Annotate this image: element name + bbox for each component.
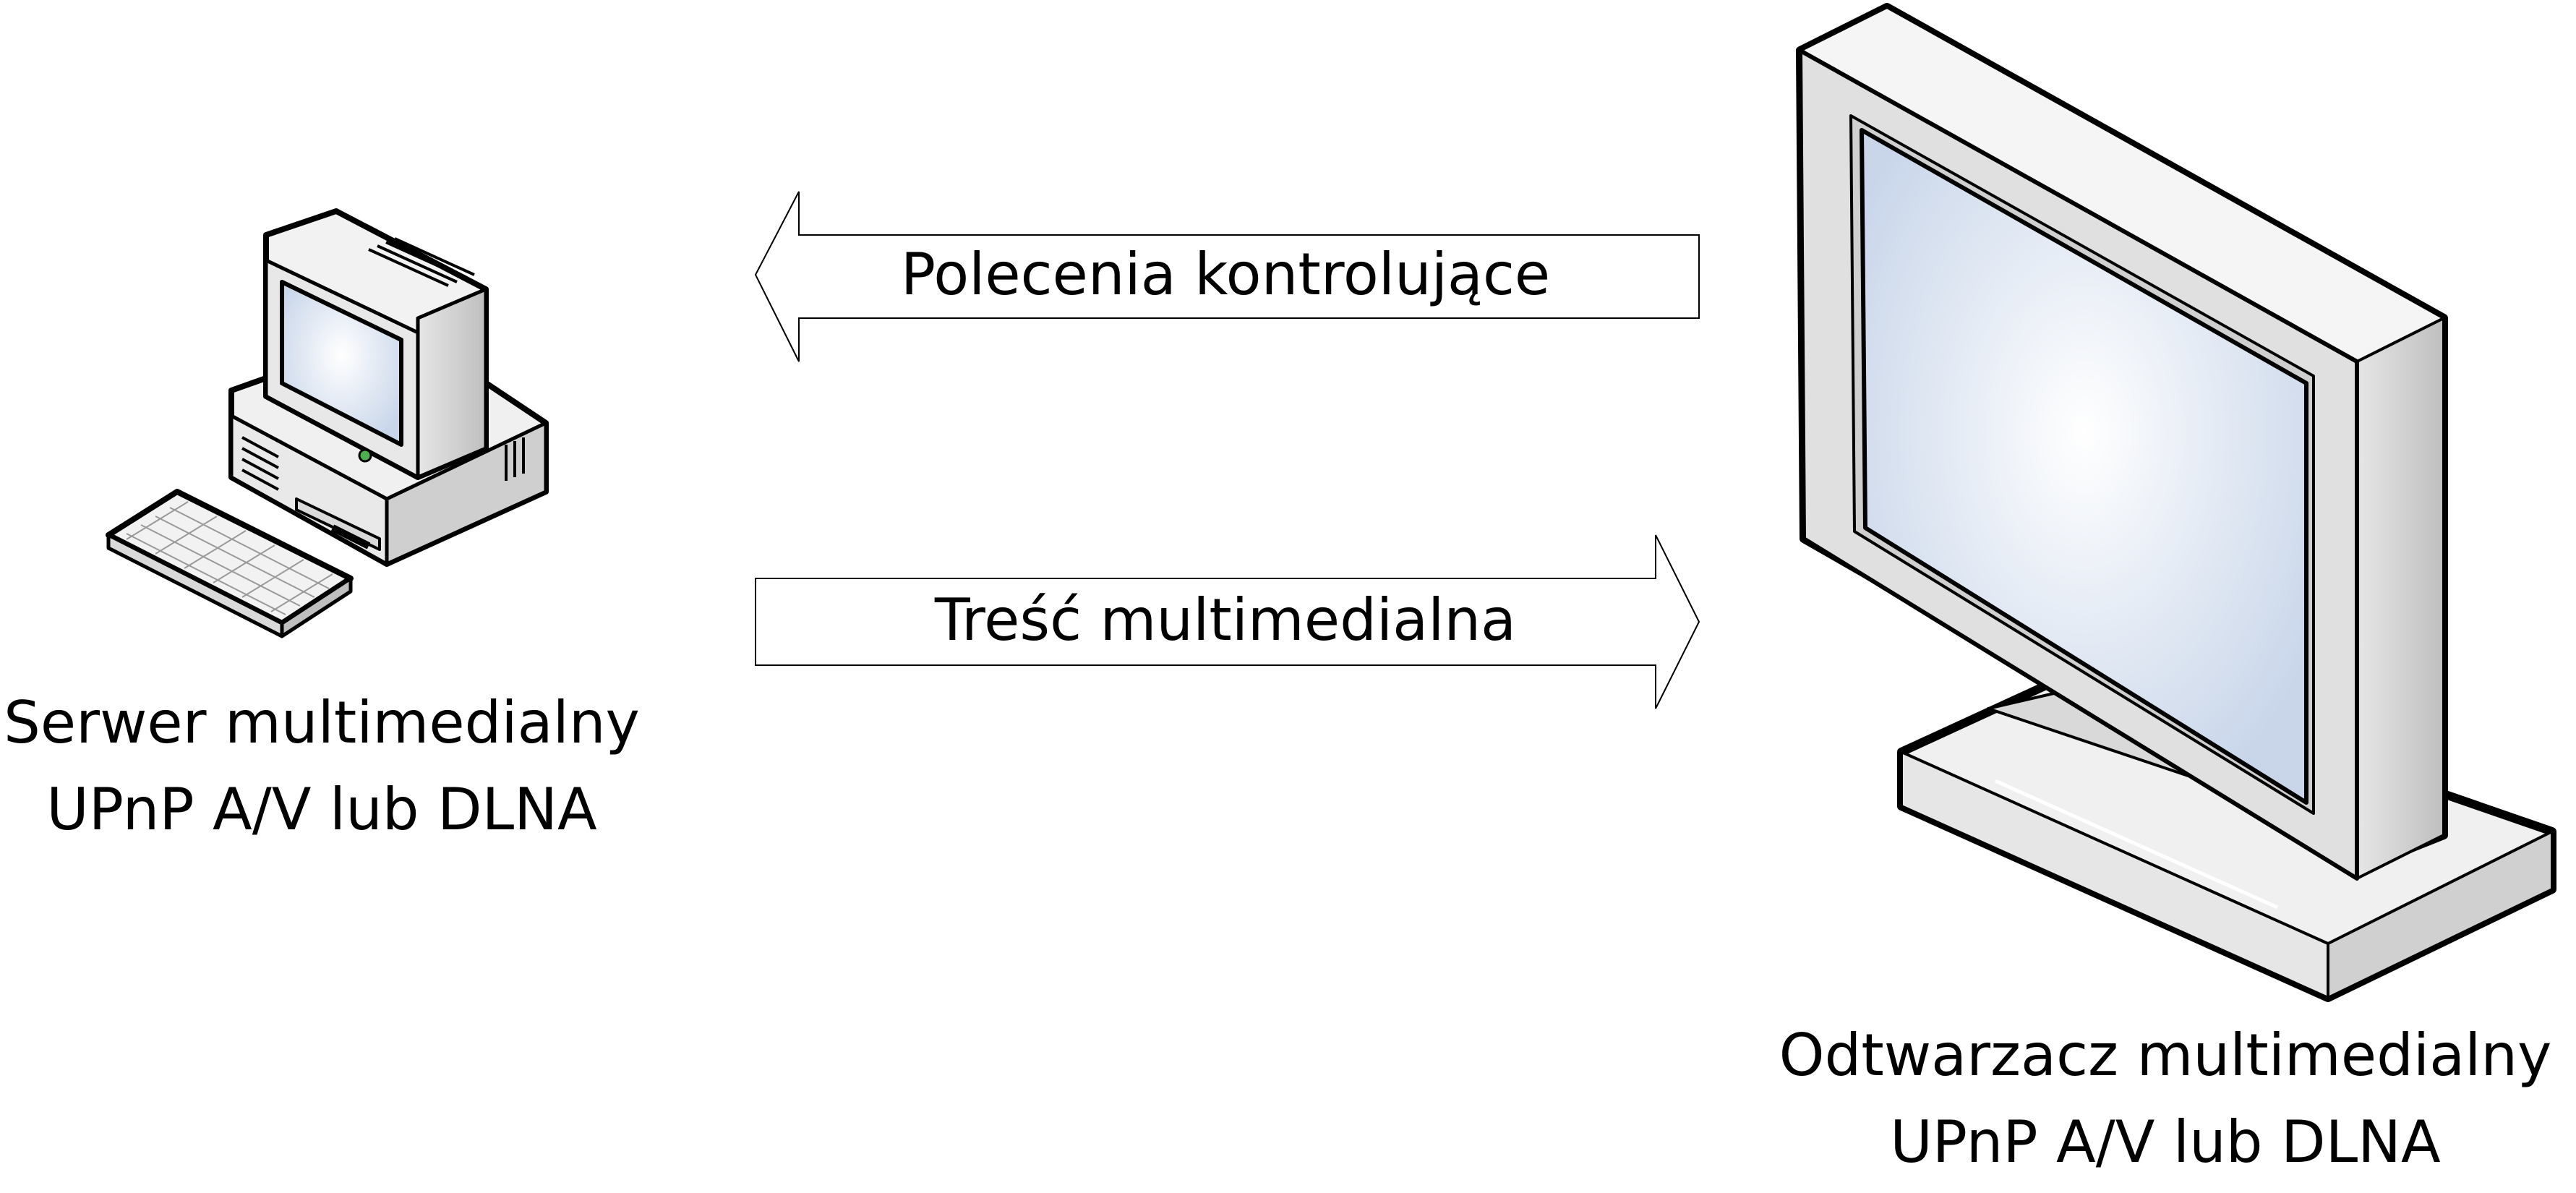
desktop-computer-icon bbox=[106, 208, 549, 638]
player-label-line2: UPnP A/V lub DLNA bbox=[1890, 1108, 2441, 1176]
server-label-line2: UPnP A/V lub DLNA bbox=[46, 776, 597, 843]
server-label-line1: Serwer multimedialny bbox=[4, 689, 640, 756]
content-arrow bbox=[755, 534, 1700, 709]
player-label-line1: Odtwarzacz multimedialny bbox=[1779, 1022, 2552, 1089]
commands-arrow-label: Polecenia kontrolujące bbox=[900, 241, 1551, 308]
server-label: Serwer multimedialny UPnP A/V lub DLNA bbox=[0, 680, 643, 853]
commands-arrow bbox=[754, 191, 1700, 362]
flat-screen-monitor-icon bbox=[1796, 3, 2556, 1002]
content-arrow-label: Treść multimedialna bbox=[934, 586, 1517, 654]
player-label: Odtwarzacz multimedialny UPnP A/V lub DL… bbox=[1764, 1012, 2567, 1186]
